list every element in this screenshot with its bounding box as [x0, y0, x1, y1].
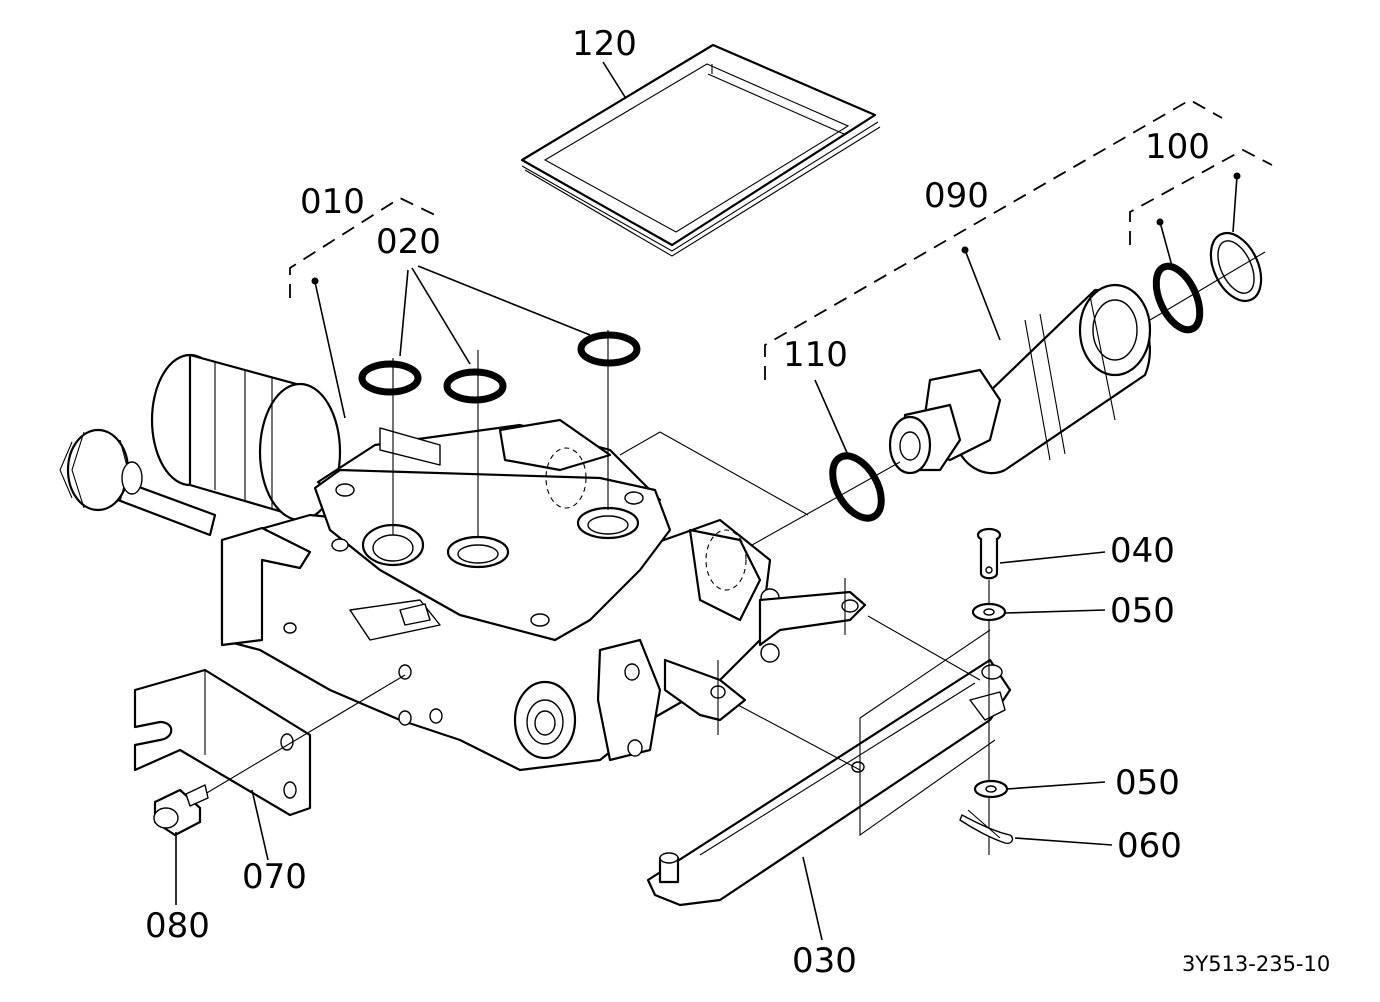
part-010-control-valve[interactable] [59, 353, 867, 772]
leader-010 [314, 281, 346, 419]
part-040-pin[interactable] [976, 527, 1002, 580]
callout-120: 120 [572, 24, 637, 64]
part-120-manual[interactable] [520, 43, 881, 257]
bracket-010 [289, 196, 436, 298]
leader-050a [1004, 609, 1106, 614]
axis-030 [859, 718, 996, 837]
bracket-100 [1129, 148, 1273, 245]
dot-090 [961, 246, 969, 254]
part-070-bracket[interactable] [133, 668, 312, 817]
callout-010: 010 [300, 182, 365, 222]
leader-100b [1232, 175, 1238, 233]
callout-110: 110 [783, 335, 848, 375]
leader-110 [814, 379, 849, 456]
callout-030: 030 [792, 941, 857, 981]
leader-120 [602, 61, 626, 98]
part-030-lever[interactable] [646, 658, 1012, 907]
part-060-snap-pin[interactable] [959, 809, 1014, 845]
dot-100b [1233, 172, 1241, 180]
part-110-o-ring[interactable] [823, 448, 892, 527]
part-090-relief-valve[interactable] [888, 283, 1152, 475]
part-020-o-rings[interactable] [358, 331, 641, 404]
leaders-020 [392, 265, 609, 538]
leader-100a [1159, 221, 1173, 267]
axis-100 [1149, 251, 1266, 321]
part-100-seals[interactable] [1147, 225, 1271, 336]
callout-040: 040 [1110, 531, 1175, 571]
callout-080: 080 [145, 906, 210, 946]
leader-090 [964, 249, 1001, 341]
callout-090: 090 [924, 176, 989, 216]
callout-100: 100 [1145, 127, 1210, 167]
callout-050-bottom: 050 [1115, 763, 1180, 803]
part-050-washer-bottom[interactable] [973, 779, 1009, 799]
leader-030 [802, 856, 823, 941]
leader-040 [999, 551, 1106, 564]
leader-050b [1006, 781, 1106, 790]
leader-060 [1014, 837, 1113, 846]
reference-code: 3Y513-235-10 [1182, 952, 1330, 976]
axis-070 [199, 674, 406, 798]
bracket-090 [764, 98, 1223, 380]
assembly-axes [619, 431, 981, 771]
callout-020: 020 [376, 222, 441, 262]
part-050-washer-top[interactable] [971, 602, 1007, 622]
leader-070 [251, 789, 269, 861]
callout-070: 070 [242, 857, 307, 897]
callout-060: 060 [1117, 826, 1182, 866]
dot-010 [311, 277, 319, 285]
dot-100a [1156, 218, 1164, 226]
callout-050-top: 050 [1110, 591, 1175, 631]
axis-110 [751, 461, 901, 546]
part-080-bolt[interactable] [153, 784, 209, 837]
axis-030b [859, 629, 991, 719]
